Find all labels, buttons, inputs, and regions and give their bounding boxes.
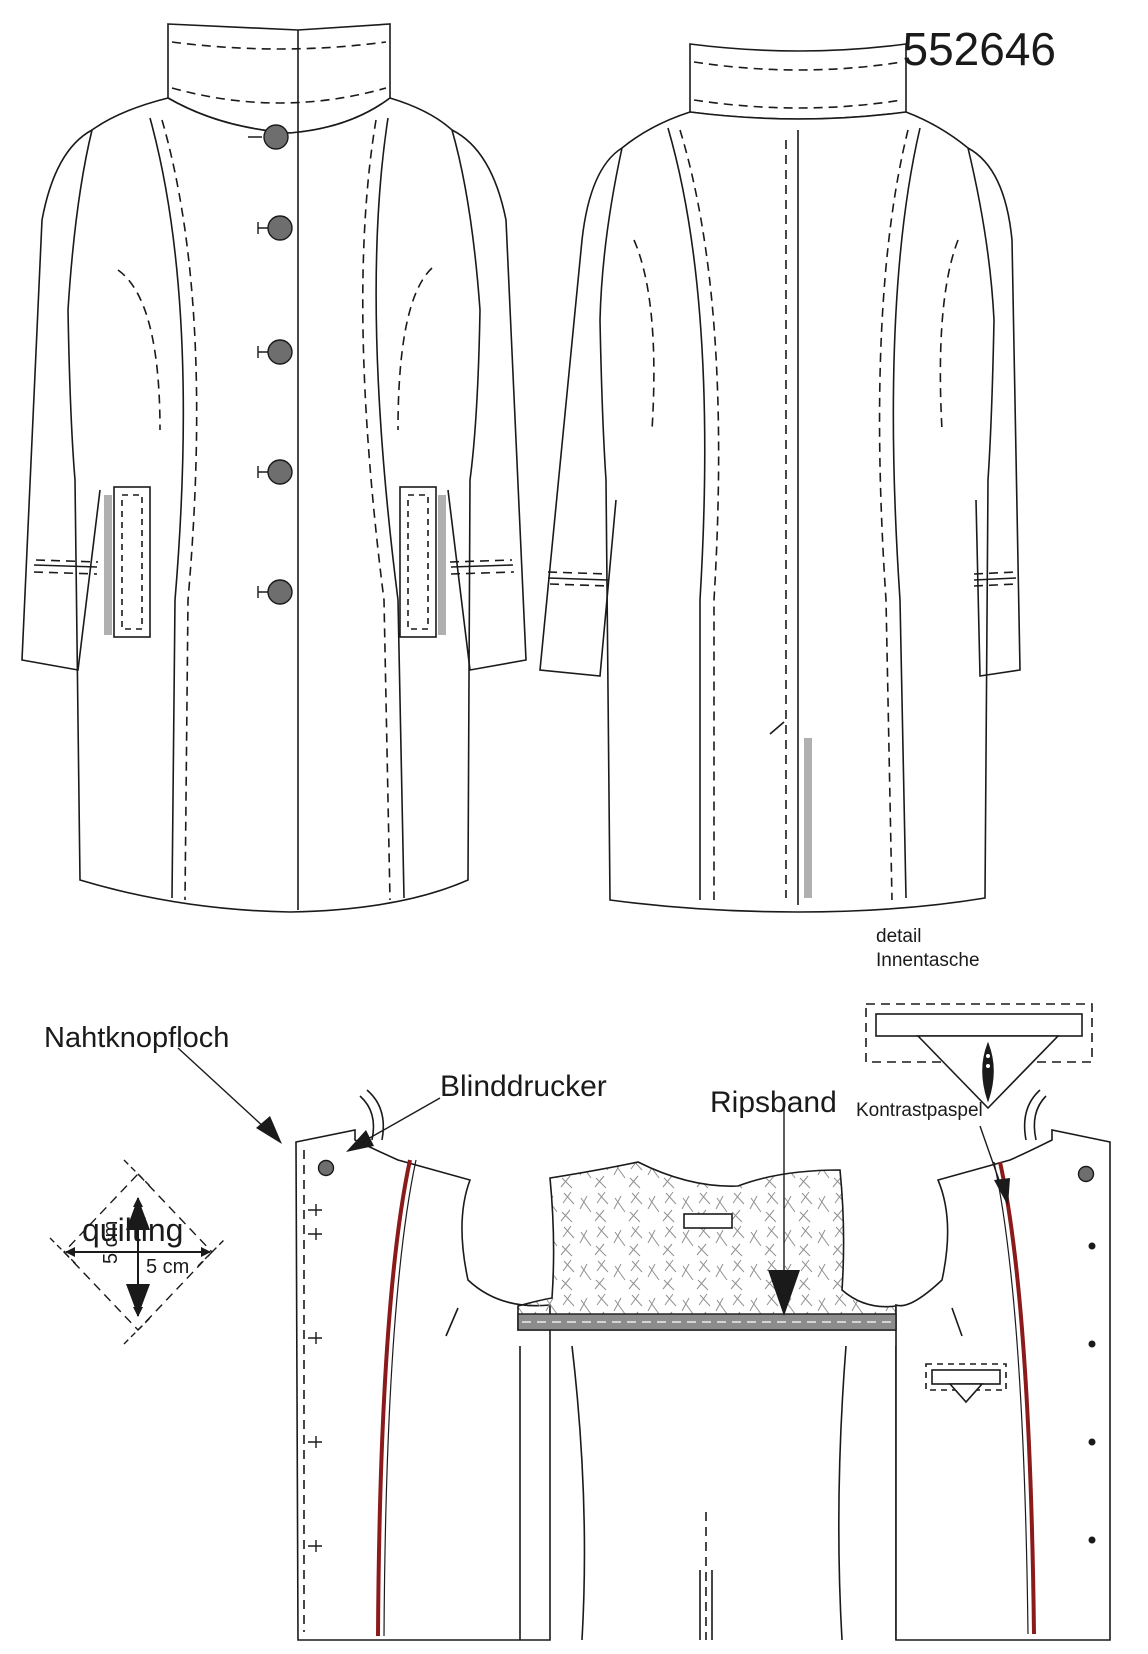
quilting-dimension-horizontal: 5 cm xyxy=(146,1256,190,1278)
front-pocket-highlight-left xyxy=(104,495,112,635)
button-2 xyxy=(267,215,293,241)
ripsband-label: Ripsband xyxy=(710,1086,837,1119)
nahtknopfloch-label: Nahtknopfloch xyxy=(44,1022,230,1054)
back-quilted-yoke xyxy=(517,1161,897,1331)
right-front-interior xyxy=(895,1129,1111,1641)
button-5 xyxy=(267,579,293,605)
back-vent-highlight xyxy=(804,738,812,898)
button-1 xyxy=(263,124,289,150)
seam-buttonholes xyxy=(308,1204,322,1552)
quilting-diagram xyxy=(49,1159,227,1345)
back-left-sleeve xyxy=(539,147,623,677)
back-body-outline xyxy=(599,111,995,913)
inner-pocket-detail xyxy=(865,1003,1093,1110)
button-3 xyxy=(267,339,293,365)
left-front-interior xyxy=(295,1129,551,1641)
back-collar xyxy=(689,43,907,120)
coat-back-view xyxy=(539,43,1021,913)
back-right-sleeve xyxy=(967,147,1021,677)
quilting-arrowheads xyxy=(126,1198,150,1316)
front-buttons xyxy=(248,124,293,605)
detail-label: detail xyxy=(876,926,922,947)
leader-arrowheads xyxy=(256,1116,1010,1316)
contrast-piping-left xyxy=(376,1159,412,1637)
model-number: 552646 xyxy=(902,23,1057,75)
front-left-sleeve xyxy=(21,129,101,671)
hanger-loop xyxy=(683,1213,733,1229)
kontrastpaspel-label: Kontrastpaspel xyxy=(856,1100,983,1121)
front-right-pocket xyxy=(399,486,437,638)
blinddrucker-label: Blinddrucker xyxy=(440,1070,607,1103)
quilting-dimension-vertical: 5 cm xyxy=(100,1221,122,1264)
front-pocket-highlight-right xyxy=(438,495,446,635)
blind-snap-right xyxy=(1077,1165,1095,1183)
button-4 xyxy=(267,459,293,485)
front-right-sleeve xyxy=(447,129,527,671)
coat-front-view xyxy=(21,23,527,913)
front-body-outline xyxy=(67,97,481,913)
blind-snap-left xyxy=(317,1159,335,1177)
right-button-dots xyxy=(1088,1242,1096,1544)
innentasche-label: Innentasche xyxy=(876,950,980,971)
front-left-pocket xyxy=(113,486,151,638)
quilting-label: quilting xyxy=(82,1212,184,1248)
coat-interior-view xyxy=(295,1089,1111,1641)
